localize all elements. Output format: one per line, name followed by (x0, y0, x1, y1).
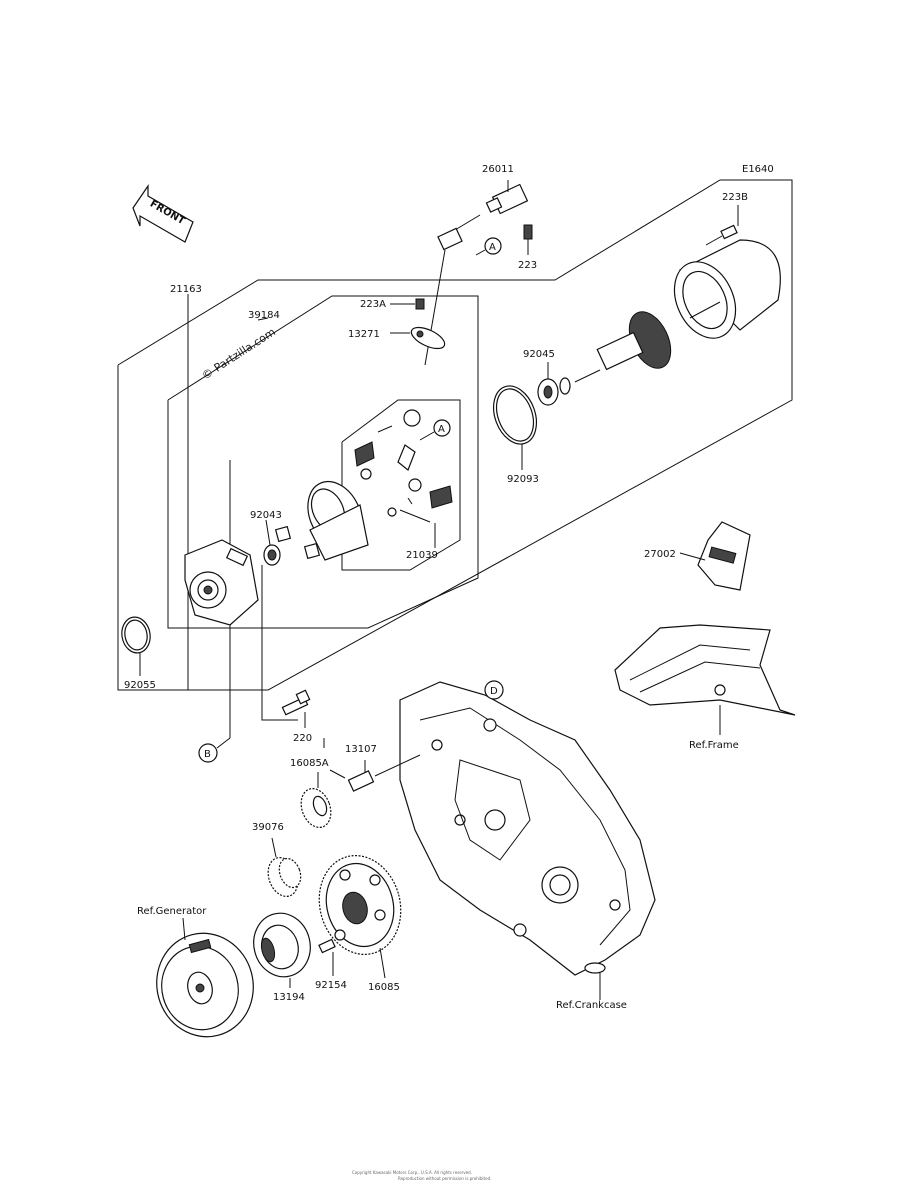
label-21039: 21039 (406, 550, 438, 561)
part-13271-plate (390, 326, 446, 350)
part-26011-connector (424, 180, 529, 366)
leader-lines (187, 294, 436, 779)
label-92154: 92154 (315, 980, 347, 991)
bolt-223 (523, 224, 533, 255)
label-16085a: 16085A (290, 758, 329, 769)
label-ref-crankcase: Ref.Crankcase (556, 1000, 627, 1011)
svg-text:B: B (204, 749, 211, 760)
frame-bracket (614, 624, 796, 735)
label-13194: 13194 (273, 992, 305, 1003)
front-arrow-icon: FRONT (132, 184, 194, 243)
part-223a-screw (390, 298, 425, 310)
label-21163: 21163 (170, 284, 202, 295)
svg-text:A: A (489, 242, 496, 253)
generator-rotor (156, 917, 254, 1038)
diagram-code: E1640 (742, 164, 774, 175)
label-16085: 16085 (368, 982, 400, 993)
brush-holder-assembly (354, 409, 453, 517)
bolt-220 (281, 689, 311, 728)
label-39184: 39184 (248, 310, 280, 321)
bracket-lines (117, 179, 793, 738)
label-223b: 223B (722, 192, 748, 203)
label-13271: 13271 (348, 329, 380, 340)
label-92093: 92093 (507, 474, 539, 485)
starter-end-cover (184, 539, 259, 626)
label-92043: 92043 (250, 510, 282, 521)
label-223a: 223A (360, 299, 386, 310)
svg-text:D: D (490, 686, 498, 697)
label-220: 220 (293, 733, 312, 744)
label-39076: 39076 (252, 822, 284, 833)
part-92093-o-ring (492, 385, 538, 470)
label-223: 223 (518, 260, 537, 271)
footer-line-2: Reproduction without permission is prohi… (398, 1176, 491, 1181)
svg-text:A: A (438, 424, 445, 435)
label-26011: 26011 (482, 164, 514, 175)
callout-a-mid: A (419, 419, 451, 441)
footer-line-1: Copyright Kawasaki Motors Corp., U.S.A. … (352, 1170, 472, 1175)
callout-d: D (484, 680, 504, 700)
label-ref-frame: Ref.Frame (689, 740, 739, 751)
brush-plate (274, 480, 369, 561)
callout-b: B (198, 737, 231, 763)
part-92043-seal (263, 519, 281, 566)
part-13107-shaft (347, 754, 421, 792)
part-13194-starter-clutch (253, 912, 311, 988)
crankcase (399, 681, 656, 1000)
bolt-223b (705, 205, 739, 246)
part-27002-damper (679, 521, 751, 591)
starter-armature (574, 301, 721, 383)
label-27002: 27002 (644, 549, 676, 560)
part-16085-ring-gear (318, 855, 402, 979)
label-92045: 92045 (523, 349, 555, 360)
label-13107: 13107 (345, 744, 377, 755)
label-ref-generator: Ref.Generator (137, 906, 207, 917)
bolt-92154 (318, 938, 336, 976)
part-16085a-gear (300, 772, 332, 828)
starter-motor-housing (673, 239, 781, 339)
label-92055: 92055 (124, 680, 156, 691)
watermark: © Partzilla.com (200, 325, 278, 382)
part-39076-gear (267, 837, 302, 897)
part-92055-o-ring (121, 616, 151, 676)
callout-a-top: A (475, 237, 502, 256)
part-92045-bearing (537, 362, 571, 406)
